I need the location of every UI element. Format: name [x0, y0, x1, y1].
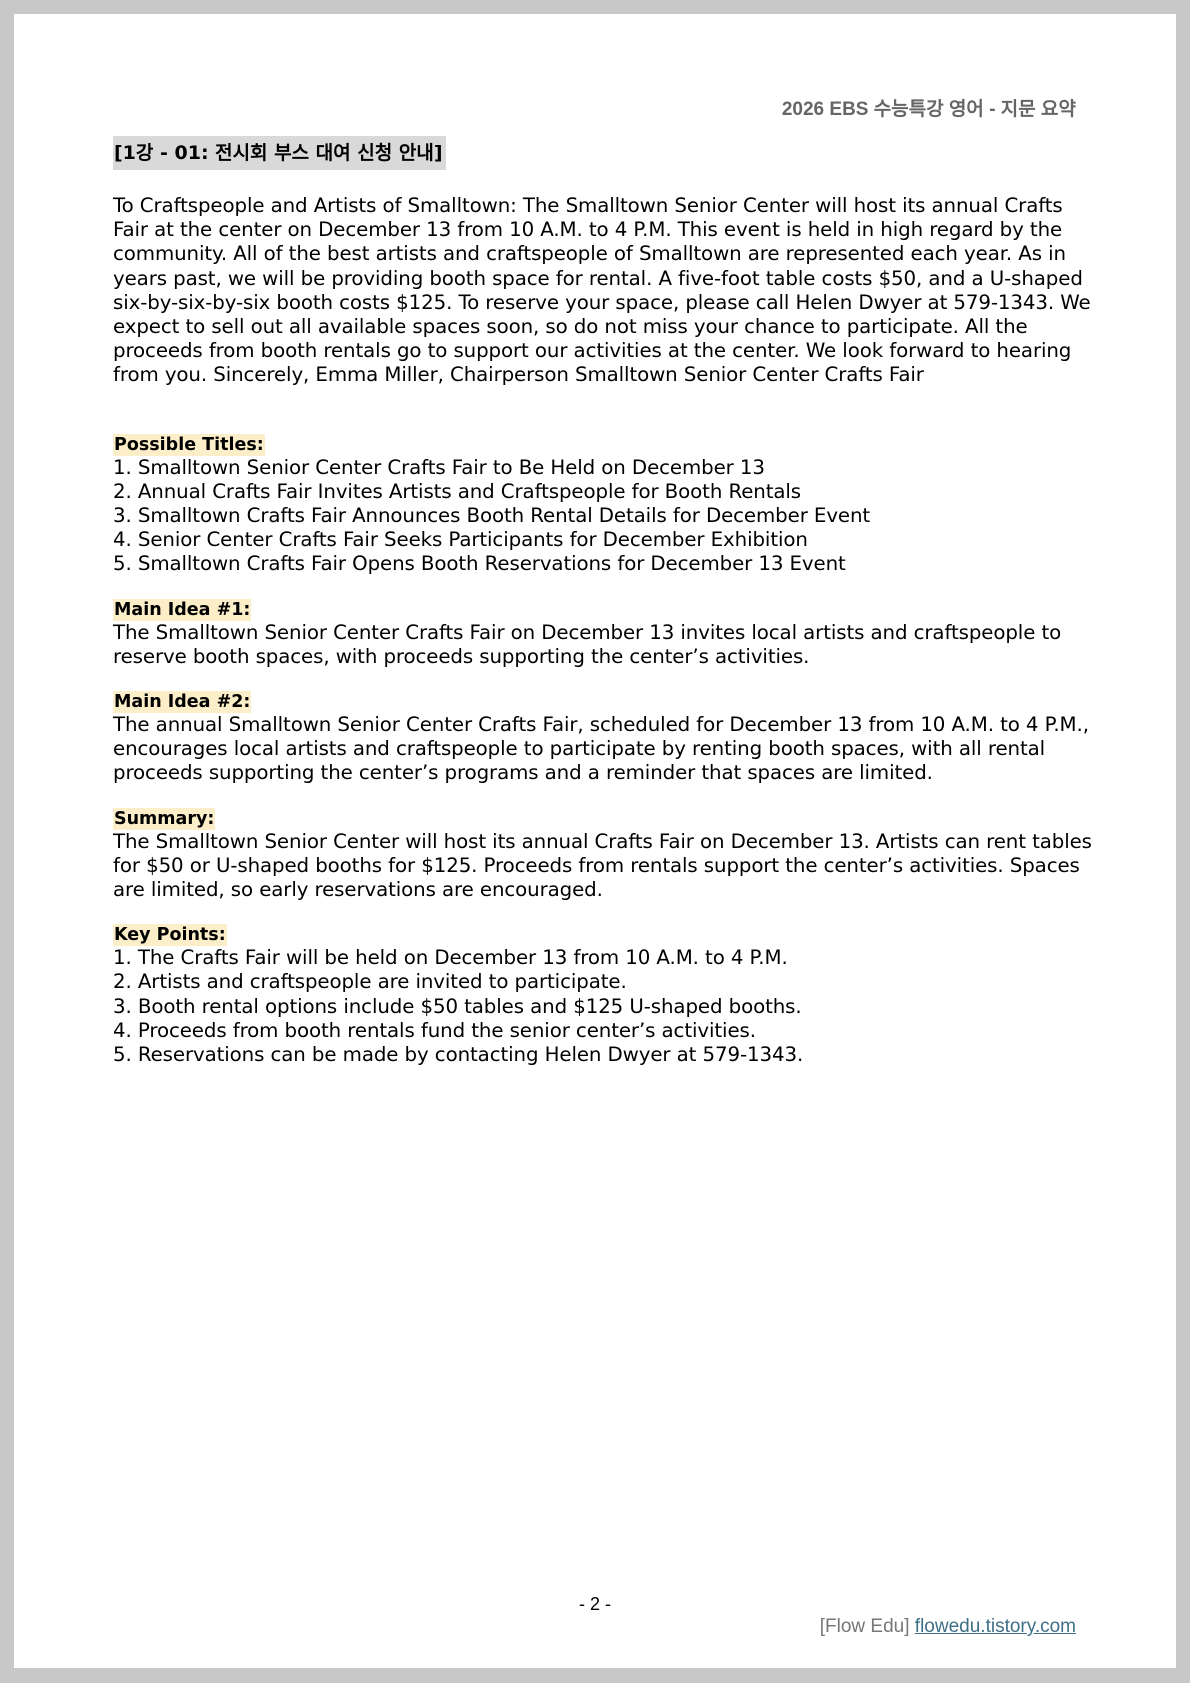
key-point-item: 3. Booth rental options include $50 tabl… [113, 994, 802, 1018]
main-idea-2-text: The annual Smalltown Senior Center Craft… [113, 713, 1089, 785]
possible-title-item: 1. Smalltown Senior Center Crafts Fair t… [113, 455, 765, 479]
document-page: 2026 EBS 수능특강 영어 - 지문 요약 [1강 - 01: 전시회 부… [14, 14, 1176, 1668]
footer-link[interactable]: flowedu.tistory.com [914, 1616, 1076, 1637]
section-title: [1강 - 01: 전시회 부스 대여 신청 안내] [113, 136, 446, 170]
possible-title-item: 4. Senior Center Crafts Fair Seeks Parti… [113, 528, 808, 552]
footer-brand: [Flow Edu] [819, 1616, 910, 1637]
passage-text: To Craftspeople and Artists of Smalltown… [113, 194, 1091, 387]
possible-titles-block: Possible Titles: 1. Smalltown Senior Cen… [113, 433, 1093, 577]
key-points-label: Key Points: [113, 924, 227, 947]
footer: [Flow Edu] flowedu.tistory.com [820, 1616, 1076, 1638]
main-idea-1-block: Main Idea #1: The Smalltown Senior Cente… [113, 598, 1093, 669]
main-idea-1-label: Main Idea #1: [113, 598, 252, 621]
possible-titles-label: Possible Titles: [113, 433, 265, 456]
possible-title-item: 2. Annual Crafts Fair Invites Artists an… [113, 479, 801, 503]
main-idea-1-text: The Smalltown Senior Center Crafts Fair … [113, 620, 1062, 668]
summary-label: Summary: [113, 807, 216, 830]
page-number: - 2 - [578, 1594, 611, 1614]
possible-title-item: 5. Smalltown Crafts Fair Opens Booth Res… [113, 552, 846, 576]
summary-text: The Smalltown Senior Center will host it… [113, 829, 1092, 902]
main-idea-2-block: Main Idea #2: The annual Smalltown Senio… [113, 691, 1093, 786]
key-points-block: Key Points: 1. The Crafts Fair will be h… [113, 924, 1093, 1067]
key-point-item: 1. The Crafts Fair will be held on Decem… [113, 946, 788, 970]
summary-block: Summary: The Smalltown Senior Center wil… [113, 807, 1093, 903]
document-header-title: 2026 EBS 수능특강 영어 - 지문 요약 [781, 99, 1076, 120]
key-point-item: 4. Proceeds from booth rentals fund the … [113, 1018, 756, 1042]
document-content: [1강 - 01: 전시회 부스 대여 신청 안내] To Craftspeop… [113, 136, 1093, 1067]
key-point-item: 2. Artists and craftspeople are invited … [113, 970, 627, 994]
possible-title-item: 3. Smalltown Crafts Fair Announces Booth… [113, 504, 871, 528]
main-idea-2-label: Main Idea #2: [113, 691, 252, 714]
key-point-item: 5. Reservations can be made by contactin… [113, 1043, 804, 1067]
